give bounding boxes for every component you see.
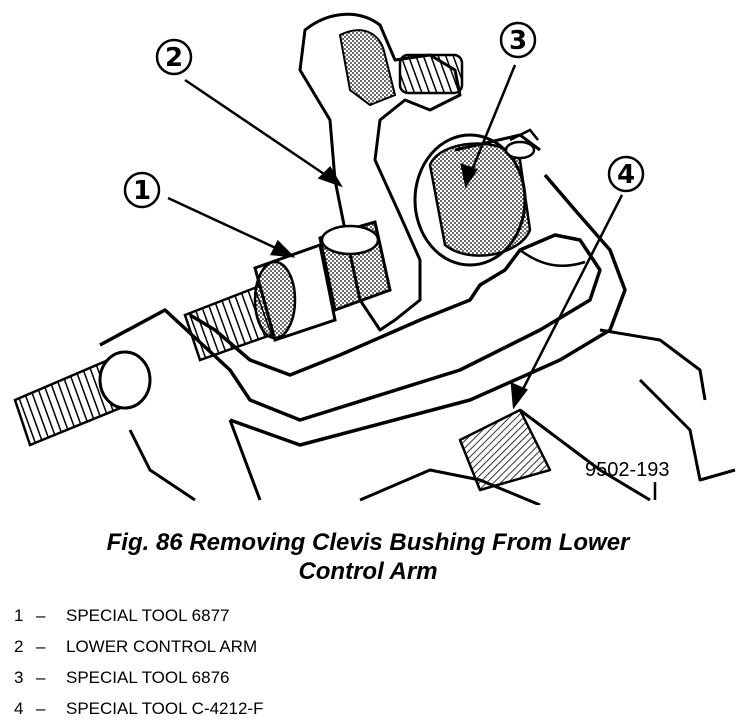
- tool-6877-screw: [13, 220, 392, 447]
- frame-bracket: [128, 328, 736, 505]
- callout-1: 1: [123, 171, 161, 209]
- legend-list: 1–SPECIAL TOOL 6877 2–LOWER CONTROL ARM …: [14, 600, 714, 724]
- callout-3: 3: [499, 21, 537, 59]
- figure-caption: Fig. 86 Removing Clevis Bushing From Low…: [0, 528, 736, 586]
- legend-text: SPECIAL TOOL 6876: [66, 668, 230, 687]
- legend-dash: –: [36, 668, 46, 687]
- callout-2-number: 2: [165, 43, 183, 73]
- legend-item: 4– SPECIAL TOOL C-4212-F: [14, 693, 714, 724]
- legend-item: 1– SPECIAL TOOL 6877: [14, 600, 714, 631]
- legend-dash: –: [36, 606, 46, 625]
- callout-4: 4: [607, 155, 645, 193]
- lower-control-arm: [298, 12, 464, 332]
- caption-line-2: Control Arm: [298, 558, 438, 585]
- legend-number: 2: [14, 637, 24, 656]
- legend-dash: –: [36, 637, 46, 656]
- legend-text: SPECIAL TOOL 6877: [66, 606, 230, 625]
- callout-4-number: 4: [617, 160, 635, 190]
- legend-text: LOWER CONTROL ARM: [66, 637, 258, 656]
- legend-text: SPECIAL TOOL C-4212-F: [66, 699, 264, 718]
- figure-reference-code: 9502-193: [585, 459, 670, 481]
- callout-2: 2: [155, 38, 193, 76]
- legend-number: 1: [14, 606, 24, 625]
- legend-number: 4: [14, 699, 24, 718]
- legend-item: 2– LOWER CONTROL ARM: [14, 631, 714, 662]
- legend-number: 3: [14, 668, 24, 687]
- leader-arrows: [167, 64, 657, 500]
- caption-line-1: Fig. 86 Removing Clevis Bushing From Low…: [106, 529, 630, 556]
- control-arm-illustration: 2 3 1 4 9502-193: [13, 12, 736, 505]
- legend-dash: –: [36, 699, 46, 718]
- tool-6876-cup: [413, 128, 541, 267]
- legend-item: 3– SPECIAL TOOL 6876: [14, 662, 714, 693]
- callout-1-number: 1: [133, 176, 151, 206]
- callout-3-number: 3: [509, 26, 527, 56]
